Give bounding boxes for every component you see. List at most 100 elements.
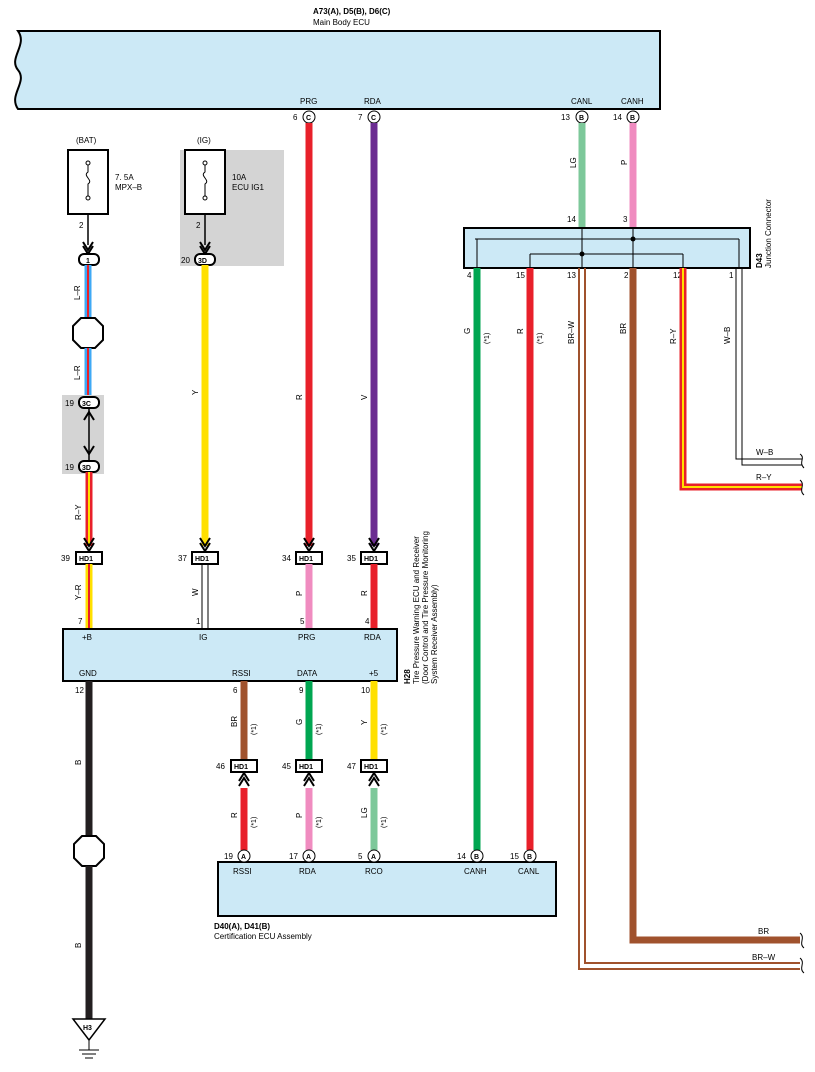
cert-pin-num-5: 5 bbox=[358, 852, 363, 861]
hd1-37-num: 37 bbox=[178, 554, 187, 563]
cert-label-canl: CANL bbox=[518, 867, 540, 876]
fuse-ig-box bbox=[184, 149, 226, 215]
wire-label-ry: R–Y bbox=[74, 504, 83, 520]
connector-3d-top-num: 20 bbox=[181, 256, 190, 265]
wire-label-lr-1: L–R bbox=[73, 285, 82, 300]
hd1-35-id: HD1 bbox=[364, 556, 378, 563]
hd1-37-id: HD1 bbox=[195, 556, 209, 563]
hd1-37 bbox=[191, 551, 219, 565]
tpms-label-plus5: +5 bbox=[369, 669, 379, 678]
wire-label-wb: W–B bbox=[723, 327, 732, 344]
star-y: (*1) bbox=[381, 724, 388, 735]
cert-pin-conn-a3-text: A bbox=[371, 854, 376, 861]
star-br: (*1) bbox=[251, 724, 258, 735]
wire-label-brw-out: BR–W bbox=[752, 953, 776, 962]
star-lg-rco: (*1) bbox=[381, 817, 388, 828]
fuse-bat-terminal-bottom bbox=[85, 195, 91, 201]
fuse-bat-terminal-top bbox=[85, 160, 91, 166]
wire-label-wb-out: W–B bbox=[756, 448, 773, 457]
wire-label-b-2: B bbox=[74, 943, 83, 948]
tpms-top-num-5: 5 bbox=[300, 617, 305, 626]
wire-label-r-rssi: R bbox=[230, 812, 239, 818]
hd1-47-id: HD1 bbox=[364, 764, 378, 771]
wire-label-r-prg: R bbox=[295, 394, 304, 400]
arrow-hd1-45-icon bbox=[303, 771, 315, 787]
cert-pin-num-17: 17 bbox=[289, 852, 298, 861]
main-pin-label-canl: CANL bbox=[571, 97, 593, 106]
fuse-bat-name: MPX–B bbox=[115, 183, 142, 192]
star-p-rda: (*1) bbox=[316, 817, 323, 828]
wire-label-w: W bbox=[191, 588, 200, 596]
wire-label-br: BR bbox=[230, 716, 239, 727]
junction-node-1 bbox=[579, 251, 585, 257]
connector-3c-arrow-icon bbox=[83, 410, 95, 421]
junction-bot-pin-15: 15 bbox=[516, 271, 525, 280]
tpms-code: H28 bbox=[403, 669, 412, 684]
arrow-hd1-47-icon bbox=[368, 771, 380, 787]
hd1-34-num: 34 bbox=[282, 554, 291, 563]
wire-label-yr: Y–R bbox=[74, 584, 83, 600]
cert-pin-conn-a1-text: A bbox=[241, 854, 246, 861]
connector-3d-arrow-icon bbox=[83, 445, 95, 456]
cert-ecu-code: D40(A), D41(B) bbox=[214, 922, 270, 931]
arrow-hd1-46-icon bbox=[238, 771, 250, 787]
tpms-bot-num-12: 12 bbox=[75, 686, 84, 695]
tpms-ecu-box bbox=[62, 628, 398, 682]
fuse-bat-source: (BAT) bbox=[76, 136, 97, 145]
wire-wb-inner bbox=[735, 268, 802, 460]
main-pin-conn-c2-text: C bbox=[371, 115, 376, 122]
wire-label-g-canh: G bbox=[463, 328, 472, 334]
tpms-name-2: (Door Control and Tire Pressure Monitori… bbox=[421, 531, 430, 684]
fuse-ig-pin: 2 bbox=[196, 221, 201, 230]
cert-pin-num-15: 15 bbox=[510, 852, 519, 861]
ground-icon bbox=[79, 1040, 99, 1059]
main-pin-conn-b1-text: B bbox=[579, 115, 584, 122]
wire-label-p-canh: P bbox=[620, 160, 629, 165]
wire-label-p-rda: P bbox=[295, 813, 304, 818]
wire-label-ry-out: R–Y bbox=[756, 473, 772, 482]
star-g: (*1) bbox=[316, 724, 323, 735]
main-pin-num-13: 13 bbox=[561, 113, 570, 122]
fuse-ig-terminal-top bbox=[202, 160, 208, 166]
cert-pin-conn-b1 bbox=[470, 849, 484, 863]
cert-ecu-box bbox=[217, 861, 557, 917]
wire-label-v-rda: V bbox=[360, 394, 369, 400]
tpms-label-rssi: RSSI bbox=[232, 669, 251, 678]
main-pin-label-canh: CANH bbox=[621, 97, 644, 106]
main-pin-conn-c1-text: C bbox=[306, 115, 311, 122]
fuse-ig-source: (IG) bbox=[197, 136, 211, 145]
break-mark-ry bbox=[799, 479, 805, 496]
wire-label-y2: Y bbox=[360, 719, 369, 725]
wire-label-brw: BR–W bbox=[567, 320, 576, 344]
break-mark-brw bbox=[799, 957, 805, 974]
fuse-bat-pin: 2 bbox=[79, 221, 84, 230]
hd1-39-id: HD1 bbox=[79, 556, 93, 563]
junction-top-pin-3: 3 bbox=[623, 215, 628, 224]
junction-bot-pin-13: 13 bbox=[567, 271, 576, 280]
star-g-canh: (*1) bbox=[484, 333, 491, 344]
connector-3d-top-id: 3D bbox=[198, 258, 207, 265]
junction-top-pin-14: 14 bbox=[567, 215, 576, 224]
connector-3c-id: 3C bbox=[82, 401, 91, 408]
tpms-bot-num-10: 10 bbox=[361, 686, 370, 695]
cert-pin-conn-a3 bbox=[367, 849, 381, 863]
fuse-ig-name: ECU IG1 bbox=[232, 183, 265, 192]
tpms-label-b: +B bbox=[82, 633, 92, 642]
wire-ry2-stripe bbox=[682, 268, 802, 488]
wire-label-lg-rco: LG bbox=[360, 807, 369, 818]
hd1-46-id: HD1 bbox=[234, 764, 248, 771]
cert-label-rda: RDA bbox=[299, 867, 317, 876]
splice-octagon-2 bbox=[73, 835, 105, 867]
hd1-45-num: 45 bbox=[282, 762, 291, 771]
junction-box bbox=[463, 227, 751, 269]
connector-3d-num: 19 bbox=[65, 463, 74, 472]
hd1-45-id: HD1 bbox=[299, 764, 313, 771]
break-mark-wb bbox=[799, 453, 805, 469]
cert-pin-num-14: 14 bbox=[457, 852, 466, 861]
fuse-bat-box bbox=[67, 149, 109, 215]
wire-label-r-rda: R bbox=[360, 590, 369, 596]
cert-pin-conn-a2 bbox=[302, 849, 316, 863]
tpms-label-rda: RDA bbox=[364, 633, 382, 642]
tpms-label-ig: IG bbox=[199, 633, 207, 642]
junction-bot-pin-12: 12 bbox=[673, 271, 682, 280]
